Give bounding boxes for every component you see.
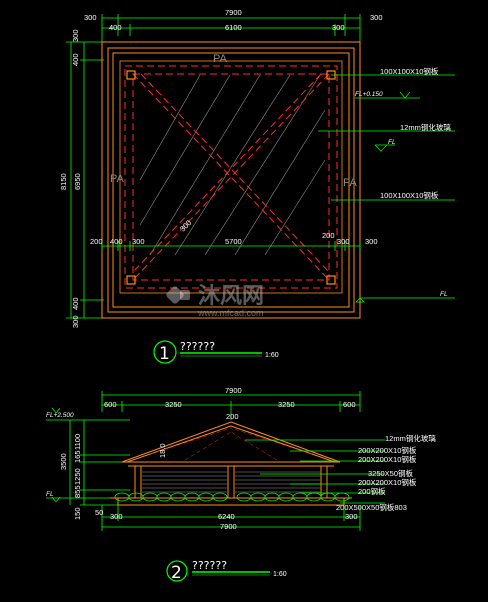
elev-note-plate-1: 200X200X10钢板 bbox=[358, 445, 417, 455]
plan-dim-top2-mid: 6100 bbox=[225, 23, 242, 32]
elev-roof-label: 18.0 bbox=[158, 443, 167, 458]
plan-dim-left-400-bottom: 400 bbox=[71, 297, 80, 310]
plan-diagonal-label: 300 bbox=[178, 218, 193, 233]
plan-pa-top: PA bbox=[213, 53, 228, 65]
plan-title: 1 ?????? 1:60 bbox=[153, 340, 279, 364]
plan-level-fl-bottom: FL bbox=[440, 291, 448, 298]
elevation-base bbox=[110, 497, 352, 506]
elev-dim-3500: 3500 bbox=[59, 453, 68, 470]
plan-dim-top2-right: 300 bbox=[332, 23, 345, 32]
elevation-leaders bbox=[245, 439, 385, 504]
plan-inner-border bbox=[119, 60, 343, 294]
plan-dim-left-inner: 6950 bbox=[73, 173, 82, 190]
plan-level-fl-right: FL bbox=[388, 139, 396, 146]
plan-inner-dimension bbox=[101, 241, 361, 251]
elev-note-base: 200X500X50钢板803 bbox=[336, 502, 407, 512]
plan-dim-left-300-bottom: 300 bbox=[71, 315, 80, 328]
plan-title-number: 1 bbox=[159, 344, 170, 364]
watermark-logo-icon bbox=[166, 286, 190, 304]
elev-dim-150: 150 bbox=[73, 507, 82, 520]
elevation-roof bbox=[121, 421, 341, 467]
plan-scale: 1:60 bbox=[265, 352, 279, 359]
plan-top-dimensions bbox=[101, 14, 361, 44]
elev-dim-165: 165 bbox=[73, 450, 82, 463]
elev-note-plate-2: 200X200X10钢板 bbox=[358, 454, 417, 464]
plan-note-plate-bottom: 100X100X10钢板 bbox=[380, 190, 439, 200]
plan-left-dimensions bbox=[66, 41, 104, 319]
elevation-view: 7900 600 3250 3250 600 200 1100 165 3500… bbox=[46, 386, 436, 583]
elev-dim-1100: 1100 bbox=[73, 434, 82, 450]
plan-inner-dim-200-left: 200 bbox=[90, 237, 103, 246]
elev-dim-overall-top: 7900 bbox=[225, 386, 242, 395]
plan-dim-top2-left: 400 bbox=[109, 23, 122, 32]
elev-note-plate-3: 200X200X10钢板 bbox=[358, 477, 417, 487]
elevation-glass-hatch bbox=[142, 471, 320, 493]
elev-dim-600-left: 600 bbox=[104, 400, 117, 409]
plan-note-glass: 12mm钢化玻璃 bbox=[400, 122, 451, 132]
plan-leaders bbox=[318, 74, 455, 303]
plan-inner-dim-400: 400 bbox=[110, 237, 123, 246]
elev-dim-1250: 1250 bbox=[73, 468, 82, 485]
elevation-top-dimensions bbox=[101, 391, 361, 420]
elev-dim-3250-left: 3250 bbox=[165, 400, 182, 409]
plan-view: 300 7900 300 400 6100 300 300 400 8150 6… bbox=[59, 8, 455, 364]
elev-dim-bottom-300-right: 300 bbox=[345, 512, 358, 521]
elev-level-top-marker bbox=[51, 407, 61, 414]
plan-inner-dim-200-right: 200 bbox=[322, 231, 335, 240]
elev-dim-855: 855 bbox=[73, 485, 82, 498]
elev-dim-bottom-50: 50 bbox=[95, 508, 103, 517]
elev-title-number: 2 bbox=[171, 563, 182, 583]
watermark: 沐风网 www.mfcad.com bbox=[166, 284, 264, 318]
plan-dim-top-left: 300 bbox=[84, 13, 97, 22]
elev-title-text: ?????? bbox=[192, 559, 227, 572]
plan-roof-frame bbox=[124, 65, 338, 289]
elev-note-glass: 12mm钢化玻璃 bbox=[385, 433, 436, 443]
plan-pa-right: PA bbox=[343, 177, 358, 189]
elevation-roof-hatch bbox=[149, 427, 313, 461]
plan-inner-dim-300-right1: 300 bbox=[337, 237, 350, 246]
elev-scale: 1:60 bbox=[273, 571, 287, 578]
watermark-url: www.mfcad.com bbox=[197, 308, 264, 318]
elevation-shrubs bbox=[114, 492, 350, 502]
plan-glass-hatch bbox=[139, 74, 326, 256]
elev-dim-bottom-overall: 7900 bbox=[220, 522, 237, 531]
elev-level-ground: FL bbox=[46, 491, 54, 498]
elev-level-top: FL+2.500 bbox=[46, 412, 74, 419]
watermark-brand: 沐风网 bbox=[198, 284, 264, 309]
elev-dim-bottom-6240: 6240 bbox=[218, 512, 235, 521]
plan-pa-left: PA bbox=[110, 173, 125, 185]
elev-dim-600-right: 600 bbox=[343, 400, 356, 409]
elev-note-plate-4: 200钢板 bbox=[358, 486, 386, 496]
plan-inner-dim-5700: 5700 bbox=[225, 237, 242, 246]
elev-dim-ridge: 200 bbox=[226, 412, 239, 421]
plan-inner-dim-300-left: 300 bbox=[132, 237, 145, 246]
elev-level-ground-marker bbox=[51, 496, 61, 503]
plan-title-text: ?????? bbox=[180, 340, 215, 353]
plan-note-plate-top: 100X100X10钢板 bbox=[380, 66, 439, 76]
plan-columns bbox=[126, 70, 336, 285]
elev-dim-bottom-300-left: 300 bbox=[110, 512, 123, 521]
plan-level-fl: FL+0.150 bbox=[355, 91, 383, 98]
elevation-title: 2 ?????? 1:60 bbox=[166, 559, 287, 583]
elev-note-bar: 3250X50钢板 bbox=[368, 468, 414, 478]
plan-inner-dim-300-right2: 300 bbox=[365, 237, 378, 246]
plan-dim-top-overall: 7900 bbox=[225, 8, 242, 17]
elev-dim-3250-right: 3250 bbox=[278, 400, 295, 409]
plan-dim-left-overall: 8150 bbox=[59, 173, 68, 190]
plan-dim-left-300-top: 300 bbox=[71, 29, 80, 42]
plan-dim-left-400-top: 400 bbox=[71, 53, 80, 66]
plan-outline bbox=[101, 41, 361, 319]
plan-dim-top-right: 300 bbox=[370, 13, 383, 22]
elevation-bottom-dimensions bbox=[101, 505, 361, 531]
